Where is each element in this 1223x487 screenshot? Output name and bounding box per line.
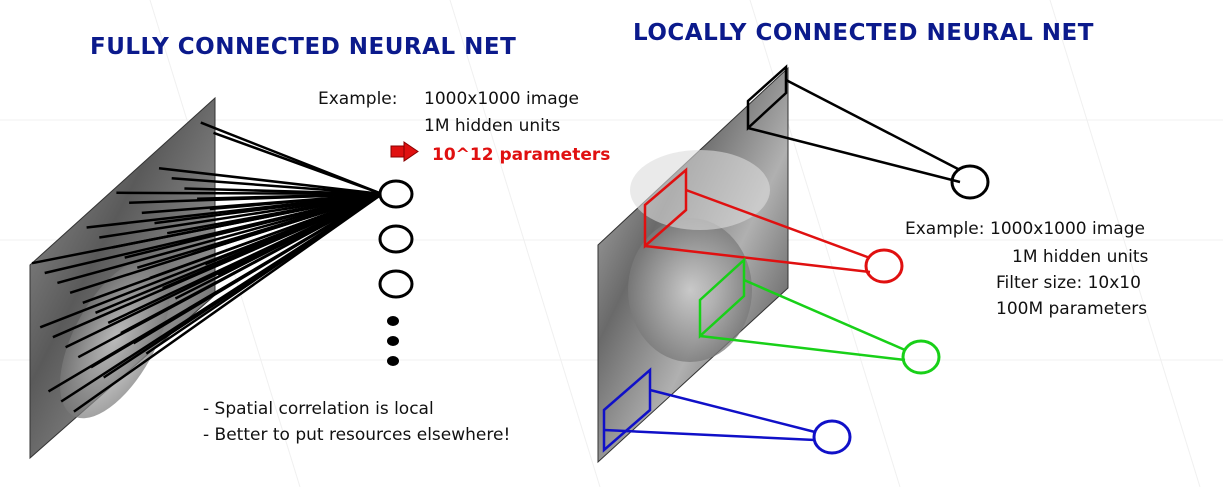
connection-line	[154, 192, 383, 225]
note-line: - Spatial correlation is local	[203, 399, 434, 419]
connection-line	[171, 177, 383, 196]
connection-line	[179, 192, 383, 245]
filter-patch	[602, 367, 652, 453]
highlight-parameters: 10^12 parameters	[432, 145, 610, 165]
connection-line	[184, 187, 383, 196]
filter-red	[643, 167, 904, 284]
right-example-line: 1000x1000 image	[990, 219, 1145, 239]
connection-line	[192, 192, 383, 255]
ellipsis-dots	[387, 316, 399, 366]
note-line: - Better to put resources elsewhere!	[203, 425, 510, 445]
connection-line	[209, 192, 383, 211]
connection-line	[149, 192, 383, 280]
filter-blue	[602, 367, 852, 455]
fully-connected-lines	[31, 121, 383, 413]
right-example-line: Filter size: 10x10	[996, 273, 1141, 293]
left-example-line: 1M hidden units	[424, 116, 561, 136]
connection-line	[204, 192, 383, 266]
right-example-label: Example:	[905, 219, 984, 239]
arrow-right-icon	[390, 141, 419, 162]
connection-line	[213, 131, 383, 196]
hidden-unit-red	[864, 248, 904, 284]
connection-line	[197, 192, 383, 200]
filter-patch	[698, 257, 746, 339]
connection-line	[145, 192, 383, 355]
filter-black	[746, 64, 990, 200]
connection-line	[187, 192, 383, 310]
left-hidden-units	[378, 179, 414, 299]
left-title: FULLY CONNECTED NEURAL NET	[90, 34, 516, 60]
left-example-label: Example:	[318, 89, 397, 109]
right-input-image	[597, 66, 789, 464]
right-example-line: 1M hidden units	[1012, 247, 1149, 267]
filter-patch	[746, 64, 788, 131]
hidden-unit-green	[901, 339, 941, 375]
filter-green	[698, 257, 941, 375]
hidden-unit-blue	[812, 419, 852, 455]
left-example-line: 1000x1000 image	[424, 89, 579, 109]
hidden-unit	[378, 224, 414, 254]
connection-line	[57, 192, 383, 285]
hidden-unit	[378, 269, 414, 299]
right-title: LOCALLY CONNECTED NEURAL NET	[633, 20, 1094, 46]
connection-line	[158, 166, 383, 196]
hidden-unit	[378, 179, 414, 209]
right-example-line: 100M parameters	[996, 299, 1147, 319]
filter-patch	[643, 167, 688, 249]
connection-line	[166, 192, 383, 235]
hidden-unit-black	[950, 164, 990, 200]
connection-line	[217, 192, 383, 276]
